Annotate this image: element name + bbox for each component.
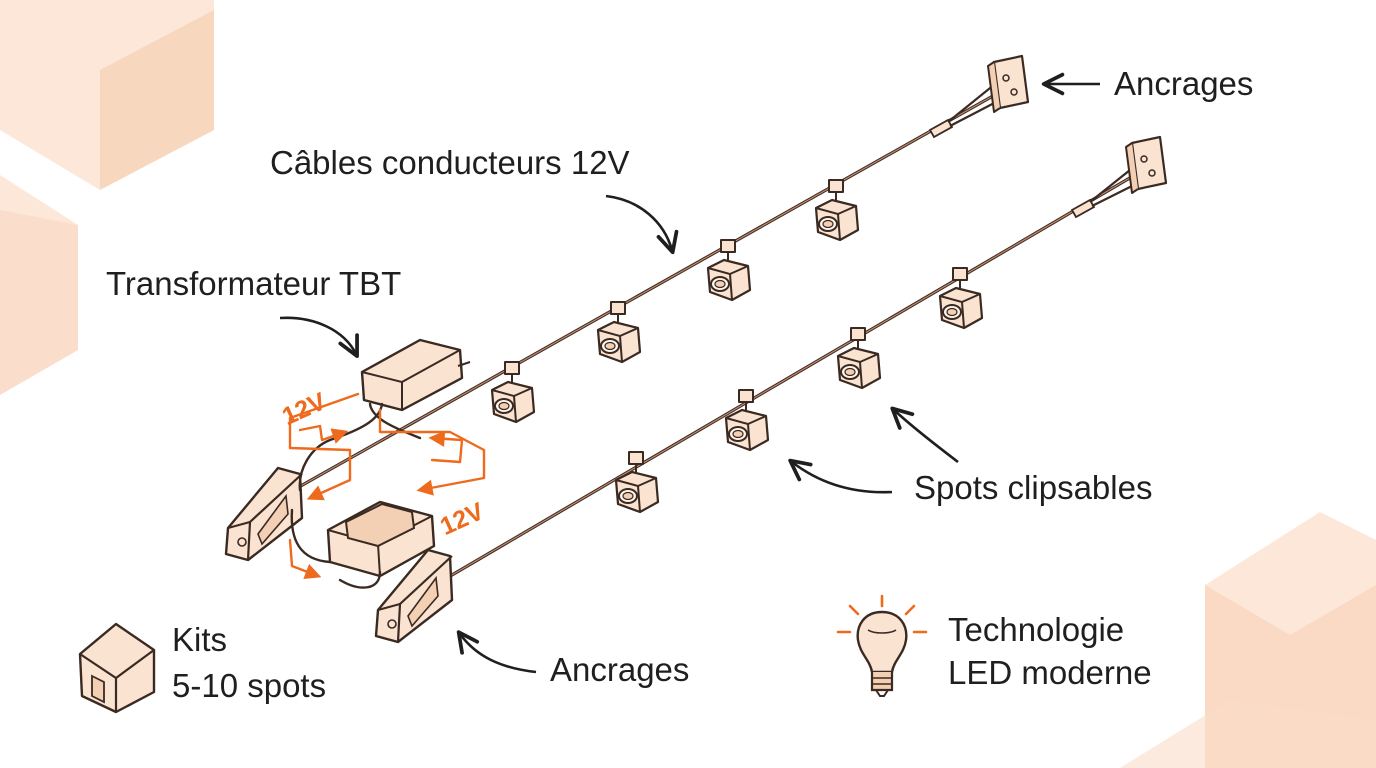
spot-b3 — [836, 326, 882, 390]
house-icon — [78, 622, 156, 714]
cables-label: Câbles conducteurs 12V — [270, 144, 630, 181]
wall-anchor-2 — [1124, 135, 1168, 195]
transformer-box-top — [360, 338, 471, 412]
spot-a3 — [706, 238, 752, 302]
led-bulb-icon — [836, 594, 928, 697]
cable-line-2 — [438, 161, 1142, 584]
voltage-label-a: 12V — [278, 387, 330, 431]
kits-label-line1: Kits — [172, 621, 227, 658]
spot-a2 — [596, 300, 642, 364]
decor-cube-left — [0, 175, 78, 395]
spot-b4 — [938, 266, 984, 330]
kits-label-line2: 5-10 spots — [172, 667, 326, 704]
transformer-label: Transformateur TBT — [106, 265, 401, 302]
voltage-flow-arrows — [288, 392, 486, 576]
spot-a4 — [814, 178, 860, 242]
spots-label: Spots clipsables — [914, 469, 1152, 506]
spot-a1 — [490, 360, 536, 424]
transformer-box-bottom — [326, 500, 436, 578]
spots-arrow-2 — [788, 458, 893, 494]
decor-cube-top-left — [0, 0, 214, 190]
transformer-wiring — [290, 402, 422, 589]
transformer-arrow — [279, 316, 359, 358]
spots-arrow-1 — [890, 406, 959, 464]
spot-b2 — [724, 388, 770, 452]
cables-arrow — [605, 194, 679, 255]
cable-line-1 — [288, 79, 1002, 494]
anchors-top-label: Ancrages — [1114, 65, 1253, 102]
spot-b1 — [614, 450, 660, 514]
anchors-bottom-label: Ancrages — [550, 651, 689, 688]
anchors-bottom-arrow — [456, 630, 537, 674]
voltage-label-b: 12V — [436, 497, 488, 541]
led-label-line2: LED moderne — [948, 654, 1152, 691]
decor-cube-bottom-right — [1120, 512, 1376, 768]
wall-anchor-1 — [986, 54, 1030, 114]
led-label-line1: Technologie — [948, 611, 1124, 648]
